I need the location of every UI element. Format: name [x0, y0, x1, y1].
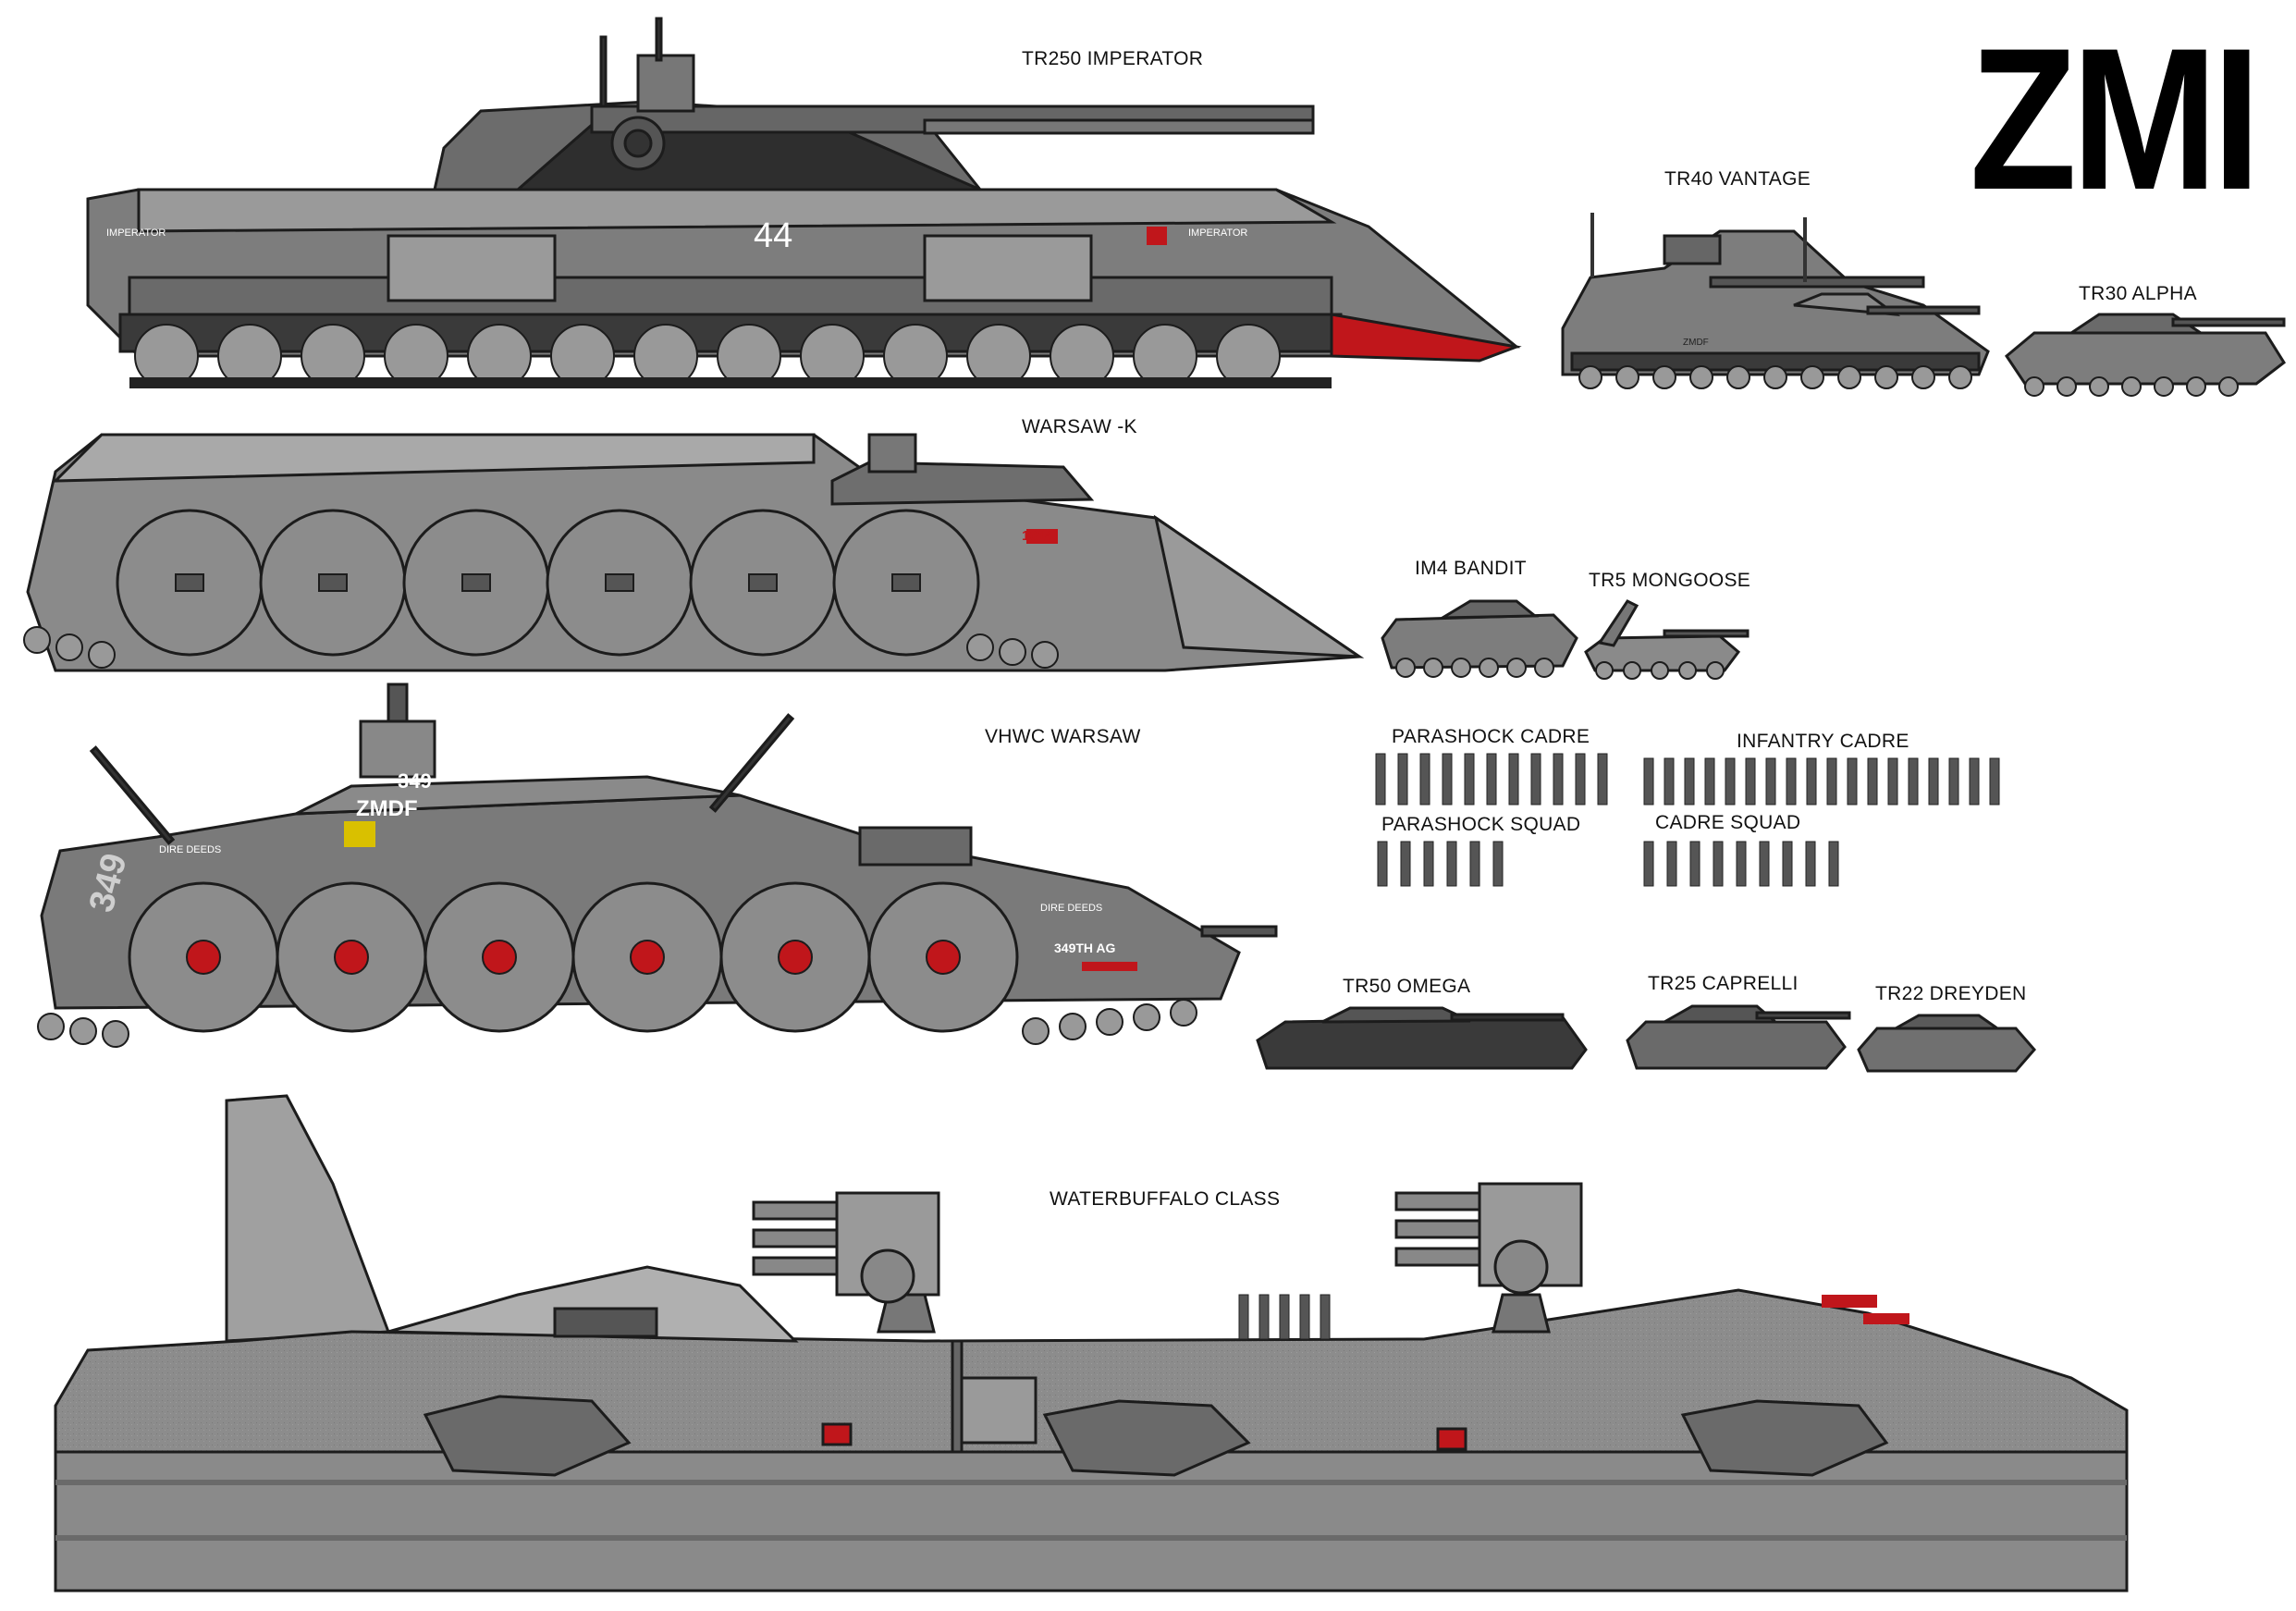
tr40-roadwheels	[1578, 365, 1972, 389]
warsaw-k-hubs	[175, 573, 921, 592]
vhwc-bogies	[37, 999, 1197, 1048]
label-vhwc-warsaw: VHWC WARSAW	[985, 726, 1141, 747]
tr250-roadwheels	[134, 324, 1281, 388]
label-im4-bandit: IM4 BANDIT	[1415, 558, 1527, 579]
vantage-zmdf-decal: ZMDF	[1683, 338, 1709, 348]
tr5-mongoose-vehicle	[1584, 599, 1750, 672]
label-warsaw-k: WARSAW -K	[1022, 416, 1137, 437]
parashock-cadre-figures	[1375, 753, 1608, 806]
label-cadre-squad: CADRE SQUAD	[1655, 812, 1801, 833]
label-tr50-omega: TR50 OMEGA	[1343, 976, 1471, 997]
cadre-squad-figures	[1643, 841, 1839, 887]
label-tr22-dreyden: TR22 DREYDEN	[1875, 983, 2027, 1004]
infantry-cadre-figures	[1643, 757, 2000, 806]
tr250-imperator-tank	[86, 17, 1522, 363]
label-infantry-cadre: INFANTRY CADRE	[1737, 731, 1909, 752]
waterbuffalo-turret-left	[752, 1191, 940, 1334]
label-parashock-squad: PARASHOCK SQUAD	[1381, 814, 1581, 835]
tr25-caprelli-tank	[1626, 1004, 1851, 1070]
label-tr40-vantage: TR40 VANTAGE	[1664, 168, 1811, 190]
vhwc-zmdf-decal: ZMDF	[356, 796, 418, 821]
vhwc-unit-decal: 349TH AG	[1054, 941, 1116, 955]
imperator-name-decal-rear: IMPERATOR	[106, 228, 166, 239]
tr40-vantage-tank	[1561, 213, 1990, 376]
im4-roadwheels	[1395, 658, 1554, 678]
waterbuffalo-turret-right	[1394, 1182, 1583, 1334]
vhwc-hubs	[186, 940, 961, 975]
vhwc-motto-decal-front: DIRE DEEDS	[1040, 903, 1102, 914]
label-tr25-caprelli: TR25 CAPRELLI	[1648, 973, 1799, 994]
imperator-number-decal: 44	[754, 216, 792, 255]
tr30-roadwheels	[2024, 376, 2239, 397]
label-tr30-alpha: TR30 ALPHA	[2079, 283, 2197, 304]
label-parashock-cadre: PARASHOCK CADRE	[1392, 726, 1590, 747]
vhwc-turret-number-decal: 349	[398, 769, 432, 793]
waterbuffalo-hovercraft	[54, 1094, 2129, 1593]
im4-bandit-vehicle	[1381, 599, 1578, 670]
parashock-squad-figures	[1377, 841, 1504, 887]
label-tr250-imperator: TR250 IMPERATOR	[1022, 48, 1204, 69]
tr50-omega-tank	[1256, 1006, 1588, 1070]
warsaw-k-bogies	[23, 626, 1059, 669]
warsaw-k-number-decal: 1014	[1022, 528, 1053, 544]
label-waterbuffalo-class: WATERBUFFALO CLASS	[1050, 1188, 1281, 1210]
tr30-alpha-tank	[2005, 313, 2286, 386]
tr250-track	[129, 377, 1332, 388]
vhwc-motto-decal-rear: DIRE DEEDS	[159, 844, 221, 855]
imperator-name-decal-front: IMPERATOR	[1188, 228, 1247, 239]
tr22-dreyden-tank	[1857, 1014, 2036, 1073]
label-tr5-mongoose: TR5 MONGOOSE	[1589, 570, 1751, 591]
zmi-logo: ZMI	[1970, 6, 2261, 233]
waterbuffalo-deck-figures	[1238, 1294, 1331, 1340]
tr5-roadwheels	[1595, 661, 1725, 680]
